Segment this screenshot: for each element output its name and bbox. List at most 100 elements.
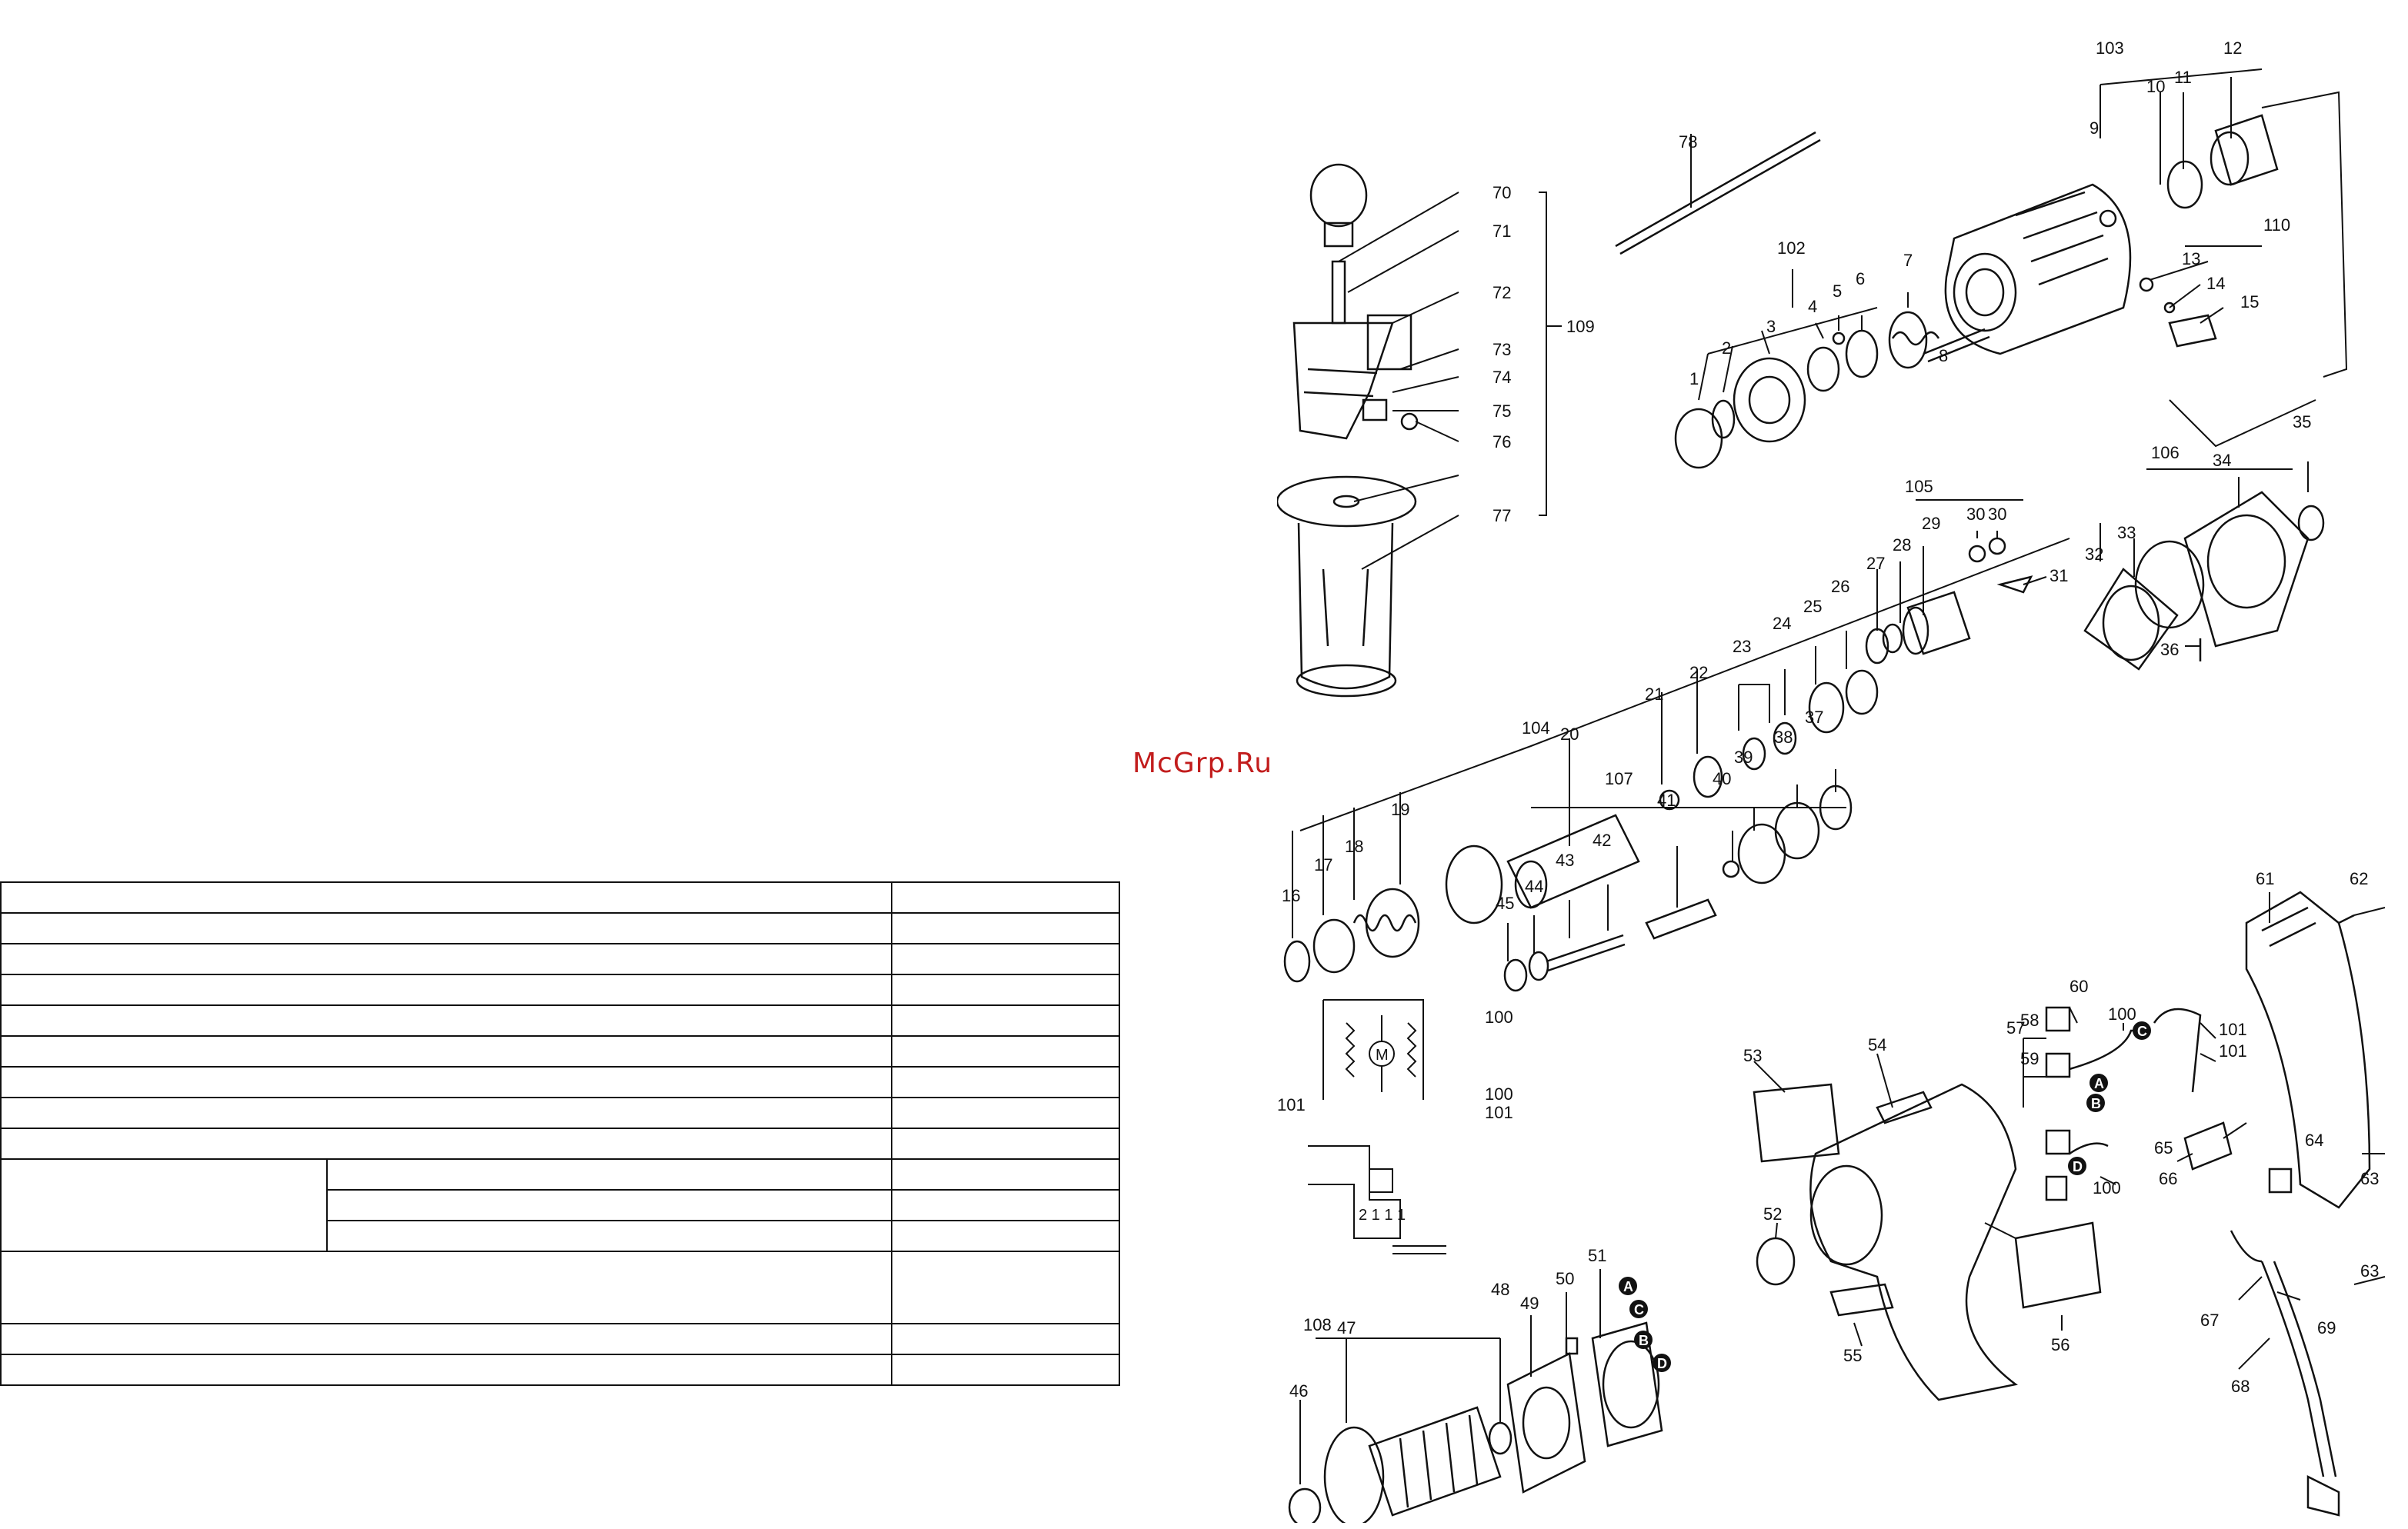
label-107: 107 [1605, 769, 1633, 788]
label-101d: 101 [2219, 1041, 2247, 1061]
label-78: 78 [1679, 132, 1697, 152]
label-70: 70 [1492, 183, 1511, 202]
label-105: 105 [1905, 477, 1933, 496]
hammer-tube-assembly [1283, 669, 1879, 983]
label-4: 4 [1808, 297, 1817, 316]
label-102: 102 [1777, 238, 1806, 258]
label-100d: 100 [2093, 1178, 2121, 1198]
label-101c: 101 [2219, 1020, 2247, 1039]
connector-b-upper: B [2091, 1096, 2101, 1111]
connector-c-lower: C [1634, 1302, 1644, 1317]
label-100a: 100 [1485, 1008, 1513, 1027]
label-63b: 63 [2360, 1261, 2379, 1281]
brush-holder-assembly [2045, 1006, 2202, 1201]
label-13: 13 [2182, 249, 2200, 268]
label-38: 38 [1774, 728, 1793, 747]
intermediate-flange-assembly [2083, 491, 2325, 671]
label-56: 56 [2051, 1335, 2069, 1354]
label-100b: 100 [1485, 1084, 1513, 1104]
connector-c-upper: C [2137, 1024, 2147, 1039]
label-100c: 100 [2108, 1004, 2136, 1024]
label-1: 1 [1689, 369, 1699, 388]
label-37: 37 [1805, 708, 1823, 727]
table-row [0, 1323, 1120, 1355]
label-40: 40 [1713, 769, 1731, 788]
label-74: 74 [1492, 368, 1511, 387]
label-106: 106 [2151, 443, 2180, 462]
table-row [0, 1097, 1120, 1129]
table-row [0, 974, 1120, 1006]
table-row [0, 1158, 1120, 1252]
label-24: 24 [1773, 614, 1791, 633]
label-72: 72 [1492, 283, 1511, 302]
label-33: 33 [2117, 523, 2136, 542]
label-55: 55 [1843, 1346, 1862, 1365]
label-75: 75 [1492, 401, 1511, 421]
label-14: 14 [2206, 274, 2225, 293]
label-63a: 63 [2360, 1169, 2379, 1188]
motor-symbol: M [1376, 1047, 1389, 1064]
label-61: 61 [2256, 869, 2274, 888]
label-109: 109 [1566, 317, 1595, 336]
label-68: 68 [2231, 1377, 2250, 1396]
terminal-label: 2 1 1 1 [1359, 1207, 1406, 1224]
label-104: 104 [1522, 718, 1550, 738]
label-44: 44 [1525, 877, 1543, 896]
label-30a: 30 [1966, 505, 1985, 524]
label-19: 19 [1391, 800, 1409, 819]
label-17: 17 [1314, 855, 1332, 874]
table-row [0, 1004, 1120, 1037]
spec-table [0, 881, 1120, 1386]
label-49: 49 [1520, 1294, 1539, 1313]
label-16: 16 [1282, 886, 1300, 905]
label-50: 50 [1556, 1269, 1574, 1288]
connector-d-lower: D [1657, 1356, 1667, 1371]
tool-holder-assembly [1674, 311, 1990, 469]
label-18: 18 [1345, 837, 1363, 856]
label-42: 42 [1593, 831, 1611, 850]
label-32: 32 [2085, 545, 2103, 564]
label-43: 43 [1556, 851, 1574, 870]
table-row [0, 943, 1120, 975]
table-row [0, 912, 1120, 944]
label-58: 58 [2020, 1011, 2039, 1030]
label-110: 110 [2263, 215, 2290, 235]
label-7: 7 [1903, 251, 1913, 270]
locking-switch-assembly [2139, 277, 2217, 348]
table-row [0, 1128, 1120, 1160]
label-59: 59 [2020, 1049, 2039, 1068]
label-23: 23 [1733, 637, 1751, 656]
label-35: 35 [2293, 412, 2311, 431]
label-29: 29 [1922, 514, 1940, 533]
side-handle-assembly [1277, 163, 1419, 698]
label-76: 76 [1492, 432, 1511, 451]
label-12: 12 [2223, 38, 2242, 58]
motor-housing [1753, 1083, 2102, 1401]
label-28: 28 [1893, 535, 1911, 555]
table-row [0, 1035, 1120, 1068]
label-48: 48 [1491, 1280, 1509, 1299]
handle-assembly [2183, 891, 2371, 1517]
label-11: 11 [2174, 68, 2192, 87]
label-10: 10 [2146, 77, 2165, 96]
label-41: 41 [1657, 791, 1676, 810]
label-71: 71 [1492, 222, 1511, 241]
label-36: 36 [2160, 640, 2179, 659]
label-31: 31 [2049, 566, 2068, 585]
label-57: 57 [2006, 1018, 2025, 1038]
label-30b: 30 [1988, 505, 2006, 524]
label-65: 65 [2154, 1138, 2173, 1158]
table-row [0, 881, 1120, 914]
table-row [0, 1066, 1120, 1098]
label-15: 15 [2240, 292, 2259, 311]
label-39: 39 [1734, 748, 1753, 767]
label-9: 9 [2089, 118, 2099, 138]
wiring-schematic [1308, 999, 1446, 1254]
armature-assembly [1288, 1321, 1663, 1523]
label-20: 20 [1560, 725, 1579, 744]
label-34: 34 [2213, 451, 2231, 470]
label-25: 25 [1803, 597, 1822, 616]
label-6: 6 [1856, 269, 1865, 288]
label-21: 21 [1645, 685, 1663, 704]
label-101b: 101 [1277, 1095, 1306, 1114]
